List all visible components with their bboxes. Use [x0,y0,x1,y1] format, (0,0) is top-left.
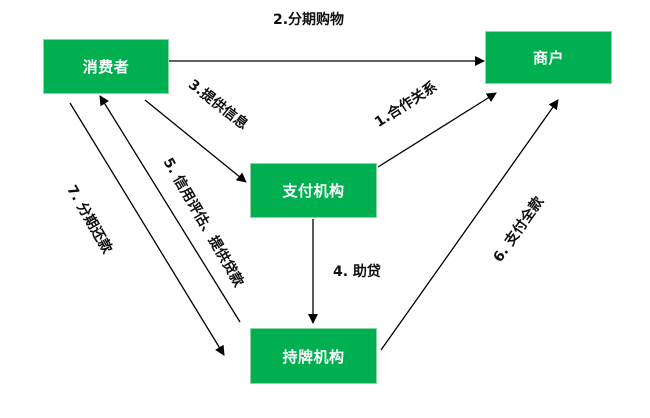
edge-label-loan-assist: 4. 助贷 [333,264,381,280]
edge-issuer-to-consumer [99,95,241,323]
node-merchant: 商户 [485,31,612,84]
node-payment-institution-label: 支付机构 [282,182,345,200]
node-card-issuer: 持牌机构 [250,328,377,384]
edge-consumer-to-issuer [69,102,225,356]
edge-issuer-to-merchant [380,99,559,351]
node-merchant-label: 商户 [532,49,564,67]
edge-label-installment-purchase: 2.分期购物 [273,12,345,28]
node-payment-institution: 支付机构 [250,163,377,218]
node-consumer-label: 消费者 [82,58,130,76]
node-card-issuer-label: 持牌机构 [282,347,345,366]
node-consumer: 消费者 [43,39,169,94]
edge-consumer-to-payment [144,99,247,183]
edge-payment-to-merchant [377,92,497,168]
